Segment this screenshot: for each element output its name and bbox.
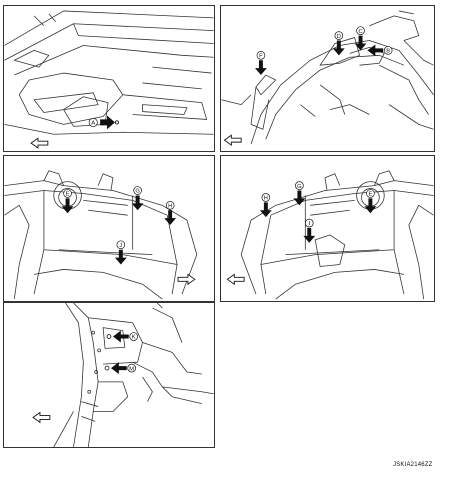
marker-label-g: G	[135, 189, 140, 195]
marker-badge	[356, 26, 365, 35]
marker-badge	[129, 332, 138, 341]
front-direction-arrow-icon	[30, 137, 49, 149]
panel-3-drawing: E G H J	[4, 170, 198, 300]
marker-badge	[256, 51, 266, 60]
marker-badge	[334, 31, 344, 40]
panel-3: E G H J	[3, 155, 215, 302]
pointer-arrow-icon	[293, 190, 306, 206]
pointer-arrow-icon	[61, 198, 74, 214]
marker-label-h: H	[168, 203, 172, 209]
panel-5-drawing: K M	[32, 303, 214, 447]
marker-badge	[133, 186, 142, 195]
marker-label-j: J	[119, 243, 122, 249]
marker-badge	[295, 181, 304, 190]
pointer-arrow-icon	[364, 198, 377, 214]
marker-badge	[261, 193, 271, 202]
marker-label-c: C	[358, 29, 362, 35]
panel-1: A	[3, 5, 215, 152]
marker-badge	[116, 240, 126, 250]
marker-badge	[165, 201, 175, 210]
pointer-arrow-icon	[131, 195, 144, 211]
pointer-arrow-icon	[100, 115, 119, 130]
front-direction-arrow-icon	[223, 134, 242, 146]
marker-label-e: E	[66, 192, 70, 198]
front-direction-arrow-icon	[32, 411, 51, 424]
marker-label-a: A	[91, 121, 95, 127]
pointer-arrow-icon	[354, 35, 367, 51]
figure-code: JSKIA2146ZZ	[393, 462, 433, 468]
panel-4: E G H I	[220, 155, 435, 302]
pointer-arrow-icon	[164, 210, 177, 226]
panel-2: D C B F	[220, 5, 435, 152]
pointer-arrow-icon	[332, 40, 345, 56]
marker-label-m: M	[129, 366, 134, 372]
marker-badge	[383, 46, 393, 55]
marker-label-e: E	[368, 192, 372, 198]
panel-2-drawing: D C B F	[221, 10, 434, 146]
panel-4-drawing: E G H I	[226, 170, 434, 300]
front-direction-arrow-icon	[177, 273, 196, 286]
pointer-arrow-icon	[255, 60, 267, 76]
marker-badge	[127, 363, 136, 373]
marker-badge	[88, 117, 98, 127]
marker-label-h: H	[264, 196, 268, 202]
panel-5: K M	[3, 302, 215, 448]
pointer-arrow-icon	[106, 330, 129, 343]
marker-label-g: G	[297, 184, 302, 190]
pointer-arrow-icon	[303, 228, 316, 243]
marker-label-d: D	[337, 34, 341, 40]
front-direction-arrow-icon	[226, 273, 245, 286]
pointer-arrow-icon	[259, 202, 272, 218]
marker-label-i: I	[308, 221, 310, 227]
marker-label-b: B	[386, 49, 390, 55]
marker-badge	[304, 218, 314, 228]
pointer-arrow-icon	[114, 249, 127, 265]
marker-label-k: K	[132, 335, 136, 341]
pointer-arrow-icon	[367, 44, 384, 57]
panel-1-drawing: A	[4, 10, 214, 149]
marker-label-f: F	[259, 53, 263, 59]
marker-badge	[63, 189, 72, 198]
marker-badge	[366, 189, 375, 198]
